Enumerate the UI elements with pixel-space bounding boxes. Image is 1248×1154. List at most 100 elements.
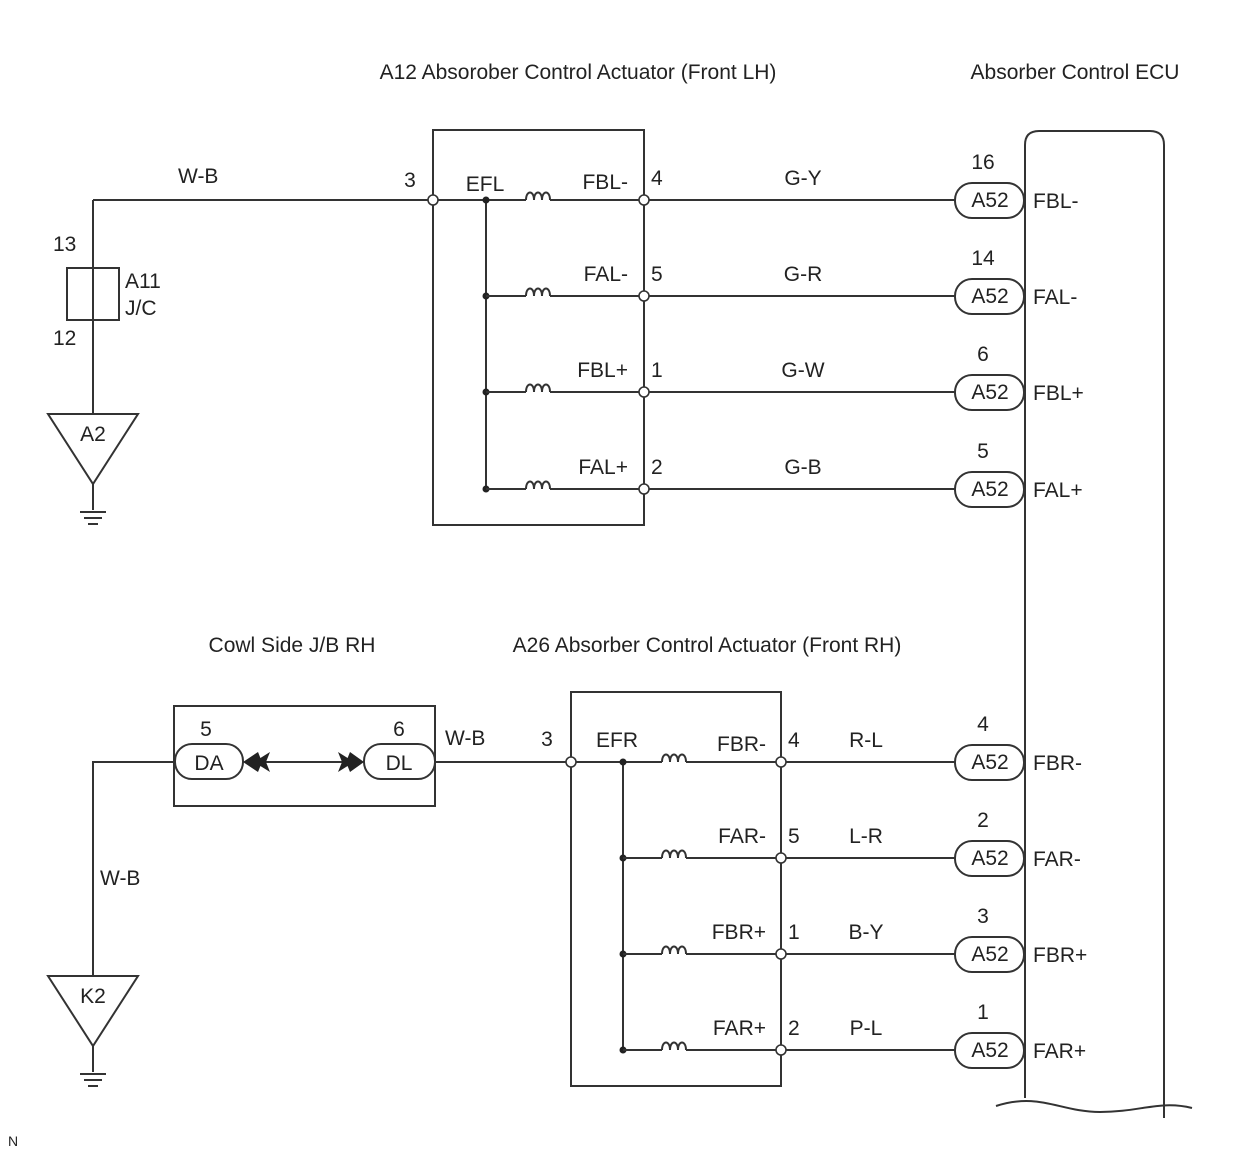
a26-title: A26 Absorber Control Actuator (Front RH): [513, 634, 902, 657]
ecu-pin-number: 4: [977, 713, 989, 736]
ecu-connector-label: A52: [971, 751, 1008, 774]
solenoid-coil: [661, 849, 687, 859]
ecu-terminal-label: FAR+: [1033, 1040, 1086, 1063]
actuator-pin-number: 2: [651, 456, 663, 479]
actuator-terminal-label: FAL-: [584, 263, 628, 286]
actuator-pin-number: 1: [651, 359, 663, 382]
wire-color-label: G-W: [781, 359, 824, 382]
a12-feed-pin: 3: [404, 169, 416, 192]
ecu-connector-label: A52: [971, 943, 1008, 966]
wire-color-label: P-L: [850, 1017, 883, 1040]
ecu-terminal-label: FAL+: [1033, 479, 1083, 502]
wire-color-label: R-L: [849, 729, 883, 752]
actuator-pin-number: 2: [788, 1017, 800, 1040]
actuator-pin-number: 4: [788, 729, 800, 752]
a12-actuator: 3 EFL FBL-FAL-FBL+FAL+: [404, 129, 645, 526]
cowl-jb-title: Cowl Side J/B RH: [209, 634, 376, 657]
ecu-connector-a52: [954, 278, 1025, 315]
ground-a2-label: A2: [80, 423, 106, 446]
jb-connector-da: DA: [194, 752, 223, 775]
solenoid-coil: [525, 480, 551, 490]
ecu-pin-number: 16: [971, 151, 994, 174]
ecu-connector-label: A52: [971, 478, 1008, 501]
actuator-pin-node: [775, 852, 787, 864]
ecu-connector-label: A52: [971, 189, 1008, 212]
solenoid-coil: [525, 383, 551, 393]
ecu-connector-a52: [954, 182, 1025, 219]
wire-color-label: G-R: [784, 263, 823, 286]
jb-pin-6: 6: [393, 718, 405, 741]
jc-pin-12: 12: [53, 327, 76, 350]
actuator-pin-node: [638, 290, 650, 302]
solenoid-coil: [661, 945, 687, 955]
k2-ground-wire: [92, 761, 175, 976]
actuator-terminal-label: FBR-: [717, 733, 766, 756]
ecu-connector-a52: [954, 744, 1025, 781]
actuator-pin-node: [638, 194, 650, 206]
ground-k2: K2: [46, 975, 140, 1087]
ecu-connector-label: A52: [971, 285, 1008, 308]
ecu-terminal-label: FAR-: [1033, 848, 1081, 871]
solenoid-coil: [661, 1041, 687, 1051]
actuator-pin-node: [775, 756, 787, 768]
jc-pin-13: 13: [53, 233, 76, 256]
ecu-connector-a52: [954, 374, 1025, 411]
ground-k2-label: K2: [80, 985, 106, 1008]
actuator-pin-node: [638, 386, 650, 398]
actuator-terminal-label: FBR+: [712, 921, 766, 944]
actuator-terminal-label: FBL+: [577, 359, 628, 382]
ecu-connector-a52: [954, 840, 1025, 877]
ecu-connector-label: A52: [971, 381, 1008, 404]
ecu-pin-number: 3: [977, 905, 989, 928]
actuator-terminal-label: FAR+: [713, 1017, 766, 1040]
top-feed-wire-color: W-B: [178, 165, 218, 188]
solenoid-coil: [525, 287, 551, 297]
a26-internal-wiring: FBR- FAR- FBR+ FAR+: [565, 733, 781, 1054]
actuator-pin-node: [638, 483, 650, 495]
jb-connector-dl: DL: [386, 752, 413, 775]
ecu-terminal-label: FBR+: [1033, 944, 1087, 967]
ecu-connector-label: A52: [971, 847, 1008, 870]
jb-pin-5: 5: [200, 718, 212, 741]
ecu-pin-number: 1: [977, 1001, 989, 1024]
actuator-terminal-label: FAL+: [578, 456, 628, 479]
wire-color-label: L-R: [849, 825, 883, 848]
actuator-pin-number: 5: [788, 825, 800, 848]
ecu-pin-number: 5: [977, 440, 989, 463]
wire-color-label: G-Y: [784, 167, 821, 190]
ecu-body: [1024, 130, 1165, 1118]
actuator-pin-number: 4: [651, 167, 663, 190]
actuator-terminal-label: FBL-: [582, 171, 628, 194]
actuator-pin-number: 1: [788, 921, 800, 944]
ecu-connector-a52: [954, 1032, 1025, 1069]
ecu-pin-number: 14: [971, 247, 995, 270]
ecu-connector-a52: [954, 471, 1025, 508]
ecu-pin-number: 6: [977, 343, 989, 366]
jb-to-a26-wire-color: W-B: [445, 727, 485, 750]
ecu-terminal-label: FBL+: [1033, 382, 1084, 405]
actuator-pin-node: [775, 948, 787, 960]
ecu-terminal-label: FBR-: [1033, 752, 1082, 775]
actuator-terminal-label: FAR-: [718, 825, 766, 848]
k2-ground-wire-color: W-B: [100, 867, 140, 890]
jb-link-left-arrow: [243, 752, 270, 772]
actuator-feed-pin-node: [565, 756, 577, 768]
ecu-break-line: [995, 1100, 1193, 1114]
bus-junction-dot: [619, 758, 627, 766]
a12-internal-wiring: FBL- FAL- FBL+ FAL+: [427, 171, 644, 493]
actuator-pin-number: 5: [651, 263, 663, 286]
solenoid-coil: [525, 191, 551, 201]
a26-common-label: EFR: [596, 729, 638, 752]
solenoid-coil: [661, 753, 687, 763]
actuator-feed-pin-node: [427, 194, 439, 206]
ecu-title: Absorber Control ECU: [971, 61, 1180, 84]
ecu-pin-number: 2: [977, 809, 989, 832]
jc-type: J/C: [125, 297, 157, 320]
a12-title: A12 Absorober Control Actuator (Front LH…: [380, 61, 777, 84]
ecu-connector-label: A52: [971, 1039, 1008, 1062]
actuator-pin-node: [775, 1044, 787, 1056]
wire-color-label: G-B: [784, 456, 821, 479]
